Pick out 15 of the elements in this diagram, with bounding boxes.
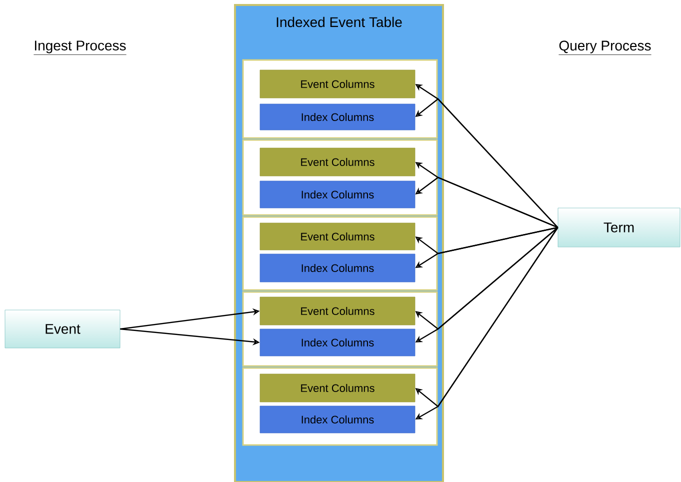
column-box: Event Columns (260, 374, 416, 402)
process-heading: Query Process (558, 40, 652, 55)
column-box: Index Columns (260, 254, 416, 282)
column-box: Event Columns (260, 296, 416, 326)
column-box: Index Columns (260, 328, 416, 356)
column-box: Index Columns (260, 180, 416, 208)
process-box: Event (4, 310, 120, 348)
column-box: Event Columns (260, 70, 416, 98)
process-box: Term (558, 208, 680, 248)
column-box: Event Columns (260, 148, 416, 176)
process-heading: Ingest Process (34, 40, 126, 55)
column-box: Index Columns (260, 104, 416, 130)
table-title: Indexed Event Table (276, 16, 402, 28)
column-box: Event Columns (260, 222, 416, 250)
column-box: Index Columns (260, 406, 416, 434)
